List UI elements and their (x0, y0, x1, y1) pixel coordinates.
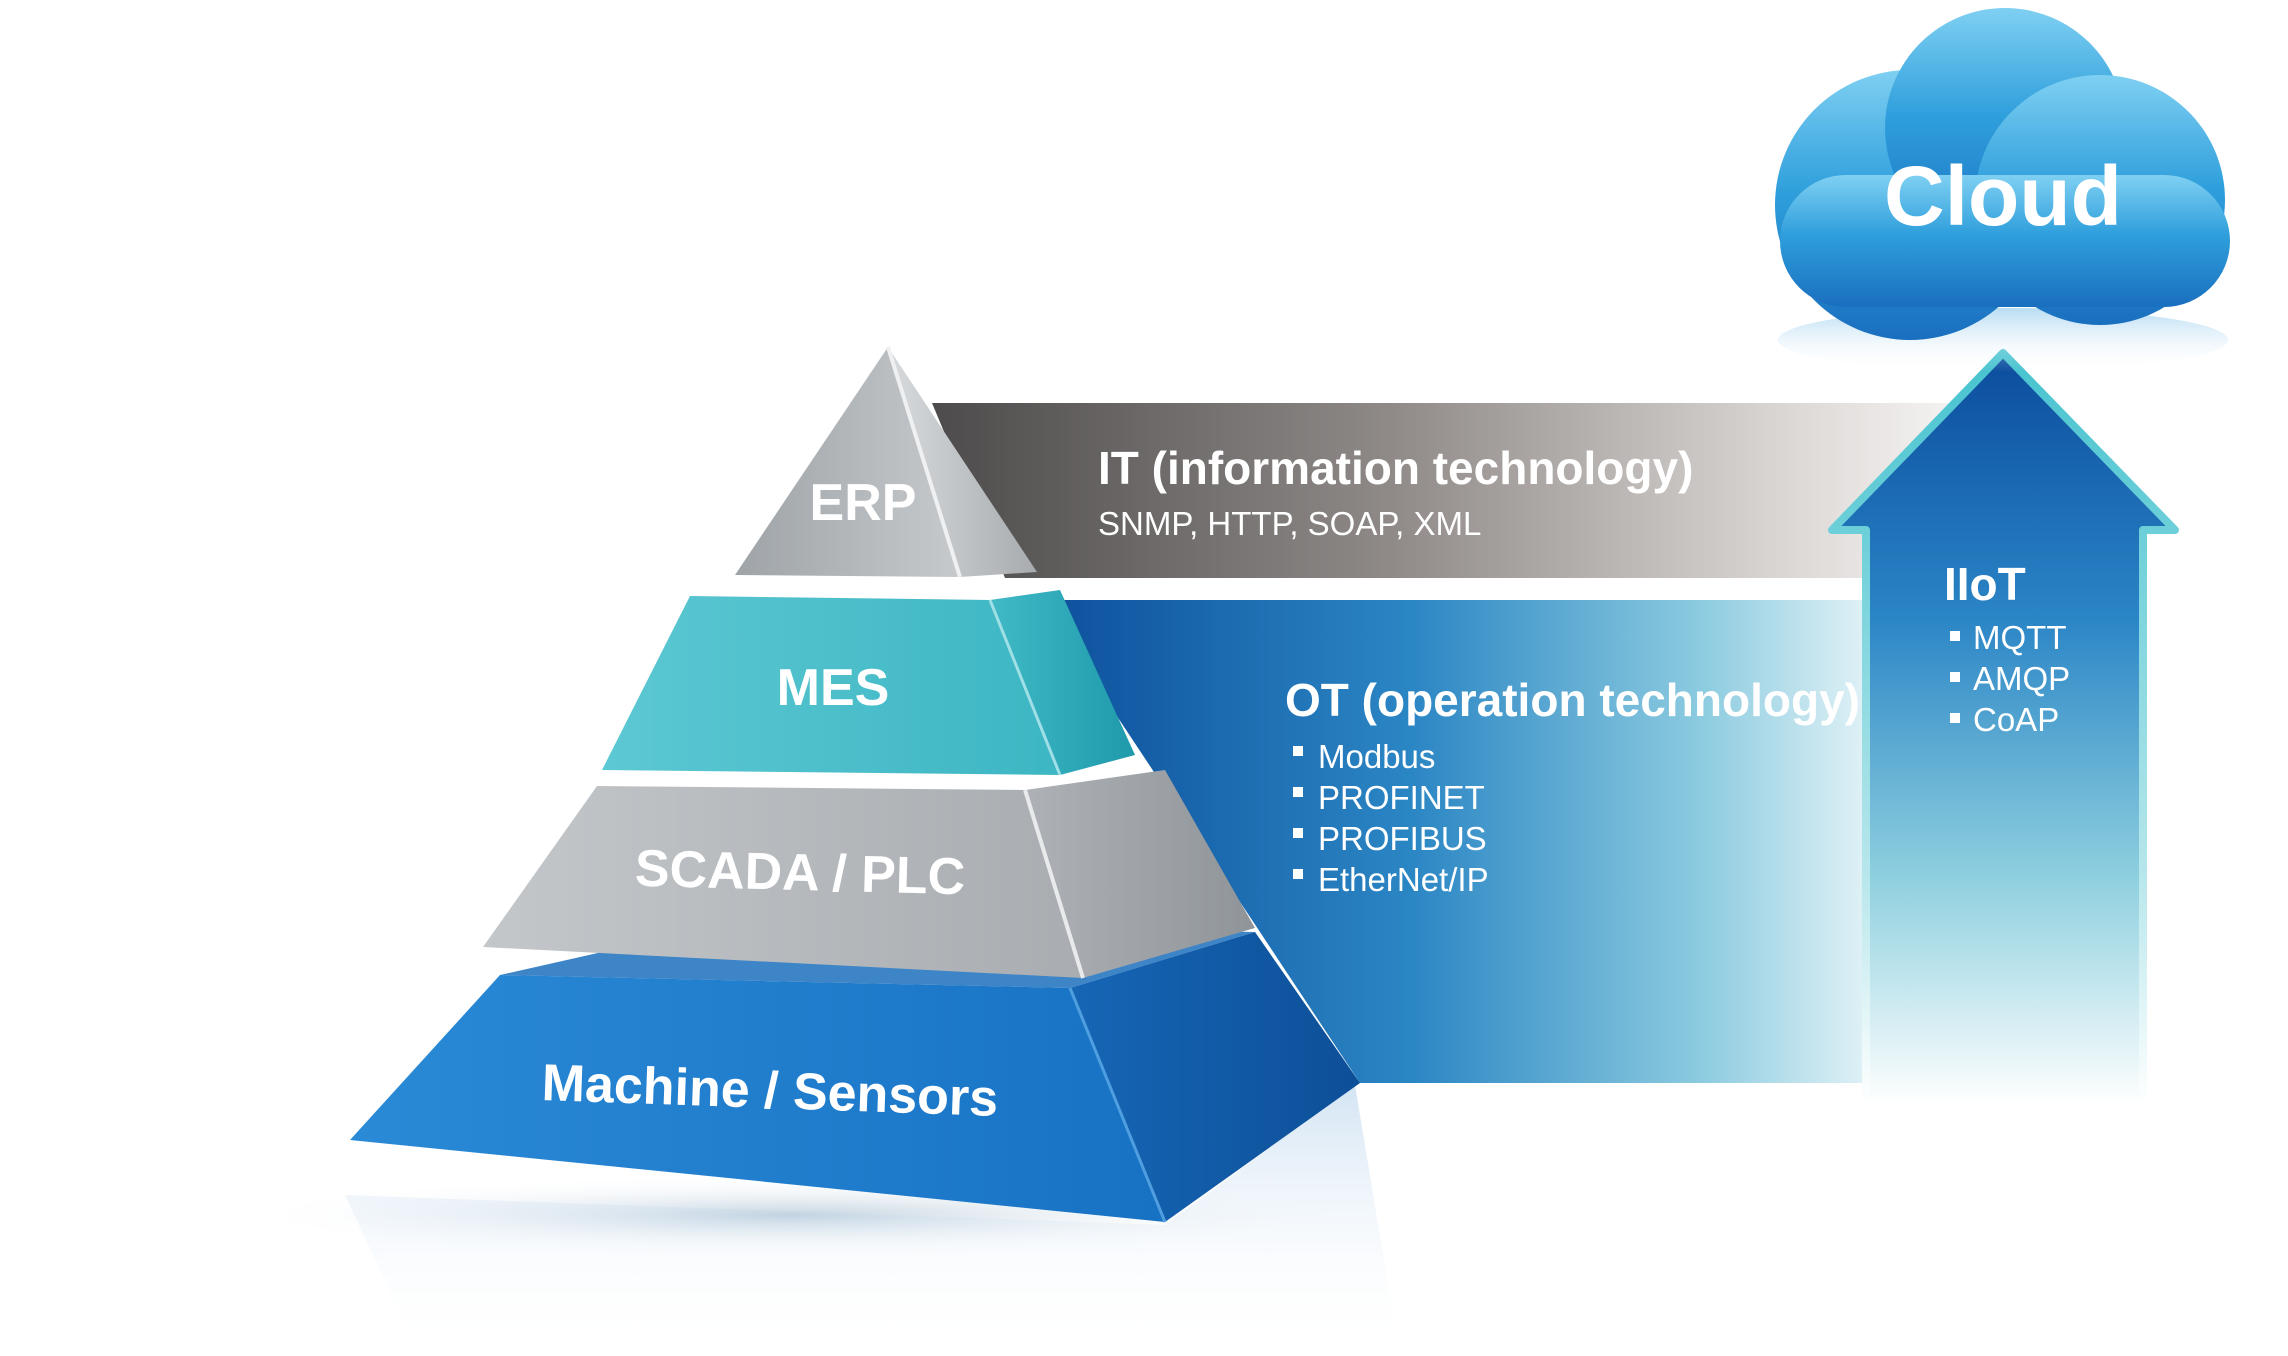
cloud-label: Cloud (1884, 149, 2122, 243)
iiot-item-mqtt: MQTT (1973, 619, 2066, 656)
it-title: IT (information technology) (1098, 442, 1693, 494)
list-bullet (1293, 828, 1303, 838)
ot-item-modbus: Modbus (1318, 738, 1435, 775)
ot-band (1040, 600, 1866, 1083)
iiot-title: IIoT (1944, 558, 2026, 610)
cloud: Cloud (1775, 8, 2230, 372)
pyramid-level-erp (735, 346, 1037, 578)
list-bullet (1293, 869, 1303, 879)
iiot-item-coap: CoAP (1973, 701, 2059, 738)
pyramid-level-scada (483, 770, 1255, 979)
ot-title: OT (operation technology) (1285, 674, 1860, 726)
ot-item-profinet: PROFINET (1318, 779, 1485, 816)
list-bullet (1293, 787, 1303, 797)
it-band-shape (932, 403, 1950, 578)
list-bullet (1293, 746, 1303, 756)
iiot-arrow-shape (1828, 349, 2179, 1109)
pyramid-level-mes (602, 590, 1135, 776)
list-bullet (1950, 672, 1960, 682)
pyramid-label-scada: SCADA / PLC (634, 840, 966, 907)
iiot-protocol-list: MQTT AMQP CoAP (1950, 619, 2070, 738)
pyramid-reflection (345, 1085, 1400, 1356)
ot-band-shape (1040, 600, 1866, 1083)
iiot-item-amqp: AMQP (1973, 660, 2070, 697)
ot-item-profibus: PROFIBUS (1318, 820, 1487, 857)
iiot-arrow (1828, 349, 2179, 1109)
pyramid-label-erp: ERP (810, 474, 917, 532)
ot-item-ethernet-ip: EtherNet/IP (1318, 861, 1489, 898)
ot-protocol-list: Modbus PROFINET PROFIBUS EtherNet/IP (1293, 738, 1489, 898)
list-bullet (1950, 713, 1960, 723)
list-bullet (1950, 631, 1960, 641)
pyramid-label-mes: MES (777, 659, 890, 717)
it-band (932, 403, 1950, 578)
cloud-icon (1775, 8, 2230, 340)
it-protocols: SNMP, HTTP, SOAP, XML (1098, 505, 1481, 542)
